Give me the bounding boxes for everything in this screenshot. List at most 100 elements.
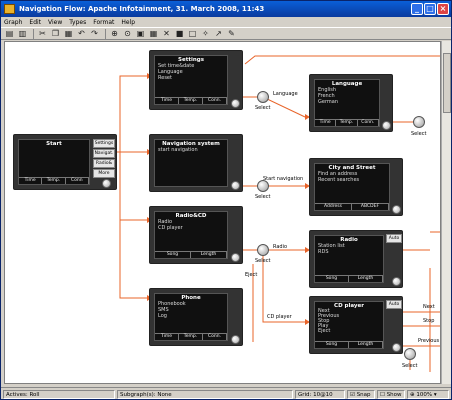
screen-navigation[interactable]: Navigation system start navigation: [149, 134, 243, 192]
menu-types[interactable]: Types: [69, 18, 87, 26]
screen-tab[interactable]: Temp.: [179, 98, 203, 104]
minimize-icon[interactable]: _: [411, 3, 423, 15]
knob-icon[interactable]: [231, 253, 240, 262]
knob-icon[interactable]: [231, 99, 240, 108]
table-icon[interactable]: ▦: [149, 29, 158, 38]
copy-icon[interactable]: ❐: [51, 29, 60, 38]
screen-radio-cd[interactable]: Radio&CD Radio CD player Song Length: [149, 206, 243, 264]
screen-tab[interactable]: Length: [349, 276, 383, 282]
screen-tab[interactable]: Song: [155, 252, 191, 258]
menu-graph[interactable]: Graph: [4, 18, 23, 26]
screen-cd-player[interactable]: CD player Next Previous Stop Play Eject …: [309, 296, 403, 354]
grid-icon[interactable]: ▣: [136, 29, 145, 38]
screen-tab[interactable]: ABCDEF: [352, 204, 389, 210]
menu-line[interactable]: Play: [318, 323, 329, 329]
screen-tab[interactable]: Time: [19, 178, 43, 184]
menu-line[interactable]: start navigation: [158, 147, 198, 153]
screen-tab[interactable]: Time: [155, 98, 179, 104]
close-icon[interactable]: ×: [437, 3, 449, 15]
menu-line[interactable]: Recent searches: [318, 177, 360, 183]
snap-checkbox[interactable]: ☑ Snap: [347, 390, 375, 399]
show-checkbox[interactable]: ☐ Show: [377, 390, 405, 399]
menu-view[interactable]: View: [48, 18, 63, 26]
white-screen-icon[interactable]: □: [188, 29, 197, 38]
screen-tab[interactable]: Length: [191, 252, 227, 258]
print-icon[interactable]: ▥: [18, 29, 27, 38]
menu-line[interactable]: Eject: [318, 328, 331, 334]
select-node-icon[interactable]: [404, 348, 416, 360]
screen-tab[interactable]: Time: [155, 334, 179, 340]
settings-side-button[interactable]: Settings: [93, 139, 115, 148]
redo-icon[interactable]: ↷: [91, 29, 98, 38]
select-node-icon[interactable]: [257, 180, 269, 192]
screen-tab[interactable]: Time: [315, 120, 337, 126]
more-side-button[interactable]: More: [93, 169, 115, 178]
screen-radio[interactable]: Radio Station list RDS Song Length Auto: [309, 230, 403, 288]
flow-canvas[interactable]: Start Time Temp. Conn Settings Navigat. …: [4, 41, 441, 384]
select-node-icon[interactable]: [257, 91, 269, 103]
menu-line[interactable]: Set time&date: [158, 63, 195, 69]
zoom-in-icon[interactable]: ⊕: [111, 29, 118, 38]
title-bar[interactable]: Navigation Flow: Apache Infotainment, 31…: [1, 1, 451, 17]
zoom-select[interactable]: ⊕ 100% ▾: [407, 390, 449, 399]
screen-tab[interactable]: Song: [315, 276, 349, 282]
knob-icon[interactable]: [231, 335, 240, 344]
navigation-side-button[interactable]: Navigat.: [93, 149, 115, 158]
menu-line[interactable]: Reset: [158, 75, 172, 81]
knob-icon[interactable]: [392, 277, 401, 286]
select-node-icon[interactable]: [257, 244, 269, 256]
screen-tab[interactable]: Song: [315, 342, 349, 348]
zoom-icon[interactable]: ⊙: [124, 29, 131, 38]
screen-phone[interactable]: Phone Phonebook SMS Log Time Temp. Conn.: [149, 288, 243, 346]
knob-icon[interactable]: [382, 121, 391, 130]
menu-line[interactable]: Find an address: [318, 171, 358, 177]
menu-help[interactable]: Help: [121, 18, 136, 26]
menu-line[interactable]: Previous: [318, 313, 340, 319]
connect-icon[interactable]: ↗: [215, 29, 222, 38]
menu-line[interactable]: Stop: [318, 318, 330, 324]
menu-line[interactable]: SMS: [158, 307, 169, 313]
pen-icon[interactable]: ✎: [228, 29, 235, 38]
paste-icon[interactable]: ▦: [64, 29, 73, 38]
screen-tab[interactable]: Conn.: [203, 98, 227, 104]
screen-city-and-street[interactable]: City and Street Find an address Recent s…: [309, 158, 403, 216]
black-screen-icon[interactable]: ■: [175, 29, 184, 38]
auto-side-button[interactable]: Auto: [386, 234, 402, 243]
maximize-icon[interactable]: □: [424, 3, 436, 15]
knob-icon[interactable]: [231, 181, 240, 190]
auto-side-button[interactable]: Auto: [386, 300, 402, 309]
menu-line[interactable]: French: [318, 93, 335, 99]
screen-tab[interactable]: Temp.: [179, 334, 203, 340]
screen-tab[interactable]: Length: [349, 342, 383, 348]
menu-line[interactable]: Station list: [318, 243, 345, 249]
menu-line[interactable]: CD player: [158, 225, 183, 231]
delete-icon[interactable]: ✕: [163, 29, 170, 38]
menu-format[interactable]: Format: [93, 18, 115, 26]
select-node-icon[interactable]: [413, 116, 425, 128]
node-icon[interactable]: ✧: [202, 29, 209, 38]
scrollbar-thumb[interactable]: [443, 53, 451, 113]
menu-line[interactable]: RDS: [318, 249, 329, 255]
radio-side-button[interactable]: Radio&: [93, 159, 115, 168]
open-icon[interactable]: ▤: [5, 29, 14, 38]
screen-tab[interactable]: Temp.: [42, 178, 66, 184]
screen-tab[interactable]: Conn.: [358, 120, 379, 126]
screen-tab[interactable]: Temp.: [336, 120, 358, 126]
knob-icon[interactable]: [102, 179, 111, 188]
menu-edit[interactable]: Edit: [29, 18, 42, 26]
menu-line[interactable]: Phonebook: [158, 301, 186, 307]
vertical-scrollbar[interactable]: [441, 41, 451, 384]
menu-line[interactable]: Language: [158, 69, 183, 75]
knob-icon[interactable]: [392, 205, 401, 214]
menu-line[interactable]: Radio: [158, 219, 173, 225]
knob-icon[interactable]: [392, 343, 401, 352]
menu-line[interactable]: Next: [318, 308, 330, 314]
undo-icon[interactable]: ↶: [78, 29, 85, 38]
menu-line[interactable]: Log: [158, 313, 167, 319]
screen-settings[interactable]: Settings Set time&date Language Reset Ti…: [149, 50, 243, 110]
menu-line[interactable]: German: [318, 99, 339, 105]
screen-start[interactable]: Start Time Temp. Conn Settings Navigat. …: [13, 134, 117, 190]
menu-line[interactable]: English: [318, 87, 337, 93]
cut-icon[interactable]: ✂: [39, 29, 46, 38]
screen-tab[interactable]: Conn: [66, 178, 89, 184]
